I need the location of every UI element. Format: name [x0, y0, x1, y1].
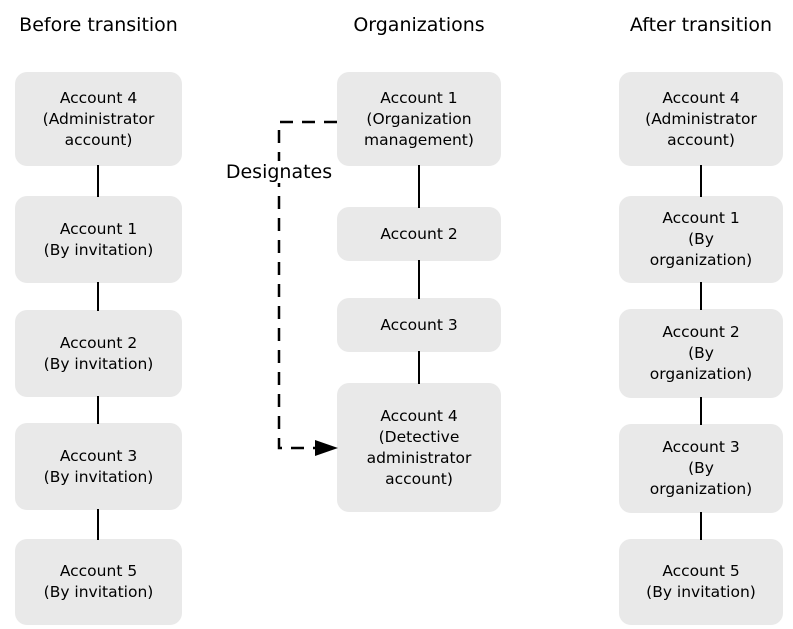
designates-label: Designates [214, 160, 344, 185]
connector-line [97, 396, 99, 424]
designates-label-text: Designates [223, 161, 335, 183]
after-account-4-box: Account 4 (Administrator account) [619, 72, 783, 166]
connector-line [700, 397, 702, 425]
after-account-1-box: Account 1 (By organization) [619, 196, 783, 283]
before-account-2-box: Account 2 (By invitation) [15, 310, 182, 397]
column-heading-organizations: Organizations [353, 14, 485, 36]
connector-line [418, 260, 420, 299]
connector-line [97, 509, 99, 540]
org-account-4-box: Account 4 (Detective administrator accou… [337, 383, 501, 512]
before-account-3-box: Account 3 (By invitation) [15, 423, 182, 510]
connector-line [700, 512, 702, 540]
connector-line [97, 165, 99, 197]
connector-line [418, 351, 420, 384]
after-account-5-box: Account 5 (By invitation) [619, 539, 783, 625]
org-account-1-box: Account 1 (Organization management) [337, 72, 501, 166]
before-account-4-box: Account 4 (Administrator account) [15, 72, 182, 166]
before-account-5-box: Account 5 (By invitation) [15, 539, 182, 625]
after-account-2-box: Account 2 (By organization) [619, 309, 783, 398]
connector-line [418, 165, 420, 208]
before-account-1-box: Account 1 (By invitation) [15, 196, 182, 283]
connector-line [700, 282, 702, 310]
org-account-2-box: Account 2 [337, 207, 501, 261]
column-heading-after-transition: After transition [629, 14, 773, 36]
arrow-head-icon [315, 440, 338, 456]
after-account-3-box: Account 3 (By organization) [619, 424, 783, 513]
connector-line [97, 282, 99, 311]
org-account-3-box: Account 3 [337, 298, 501, 352]
connector-line [700, 165, 702, 197]
column-heading-before-transition: Before transition [19, 14, 178, 36]
